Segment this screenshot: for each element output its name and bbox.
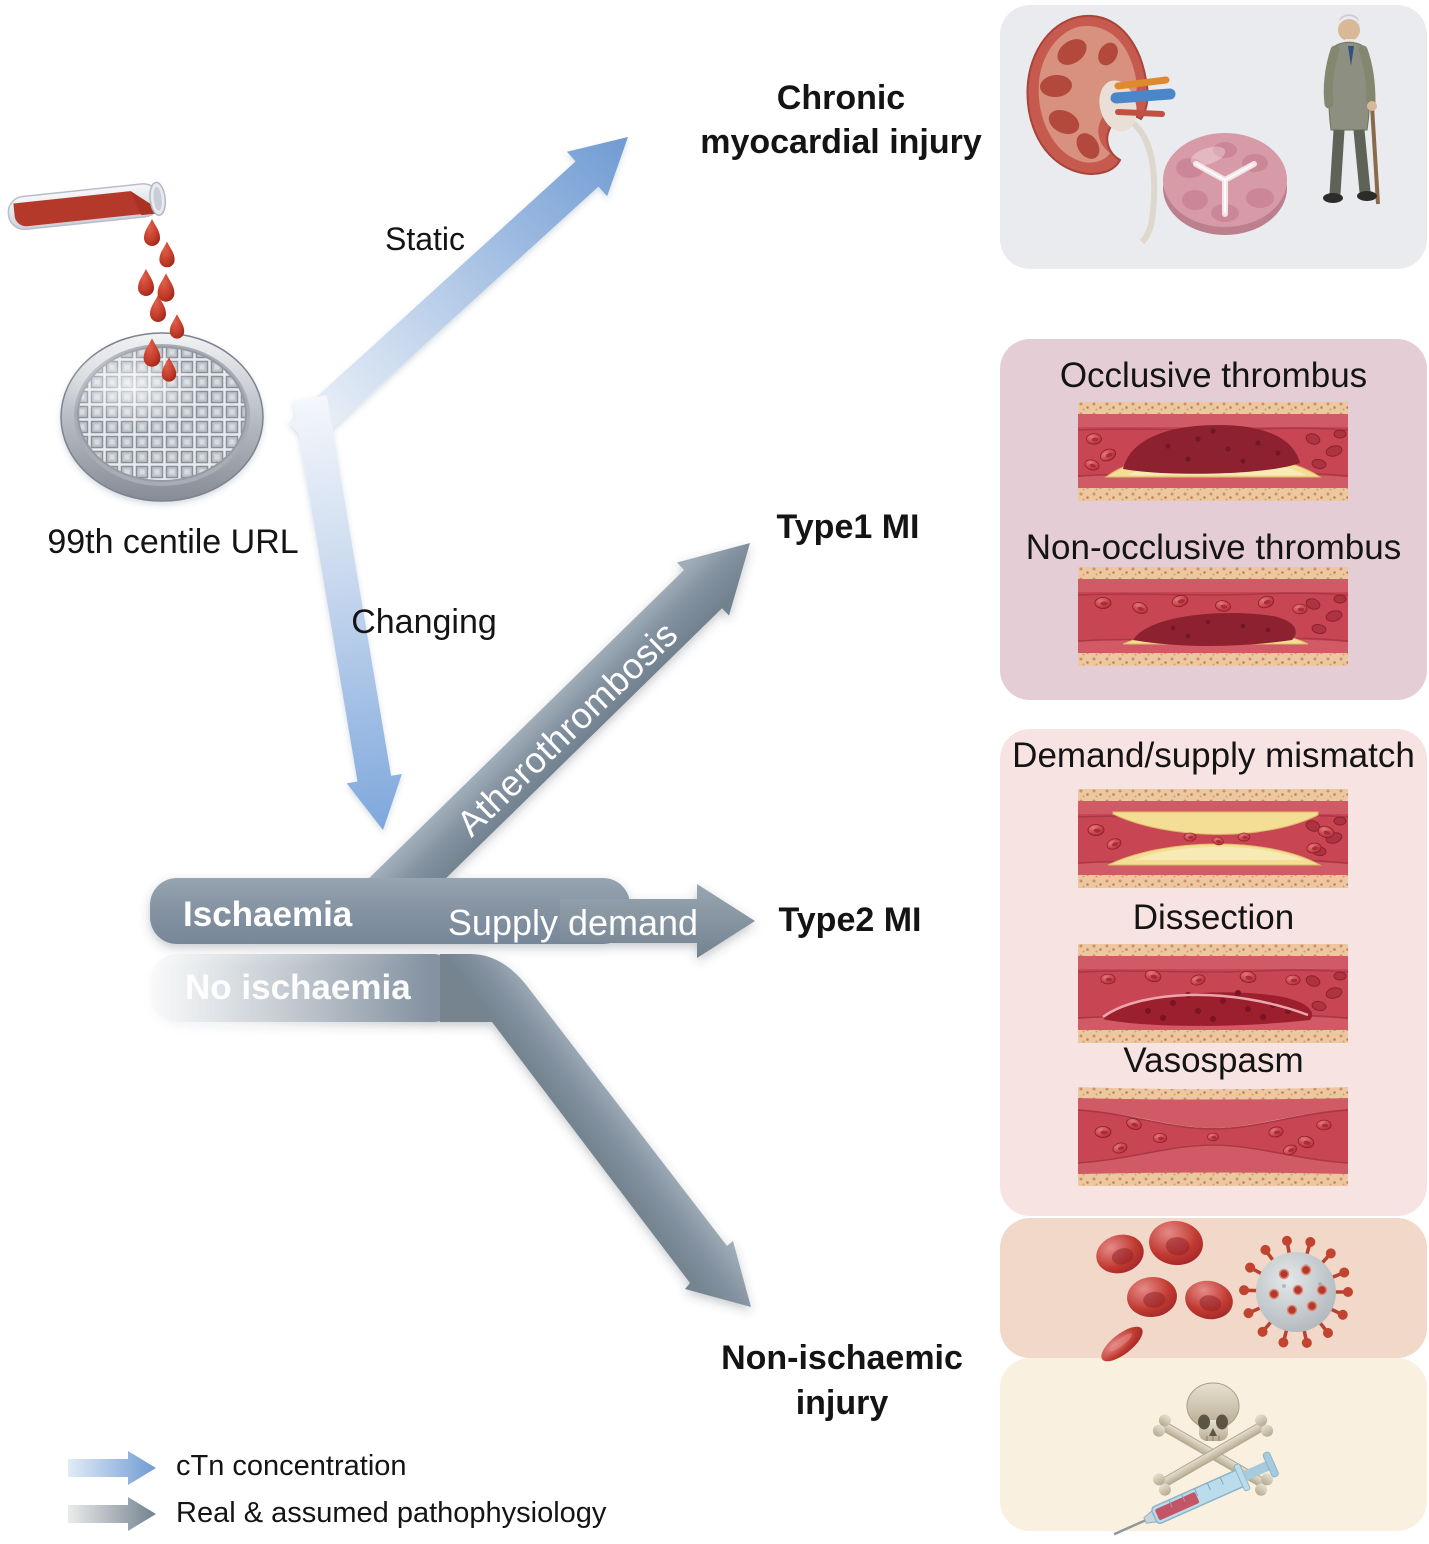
type1-mi-label: Type1 MI [776,508,920,546]
sieve-99th-centile-icon [60,332,264,502]
legend-blue-arrow [68,1451,156,1485]
panel-toxic-causes [1000,1358,1427,1531]
vasospasm-title: Vasospasm [1123,1041,1304,1080]
panel-chronic-injury-causes [1000,5,1427,269]
panel-type2-mi-causes [1000,729,1427,1216]
static-arrow [288,137,628,448]
occlusive-thrombus-title: Occlusive thrombus [1059,356,1368,395]
non-ischaemic-arrow [440,954,751,1307]
static-label: Static [384,221,466,257]
chronic-injury-label: Chronic myocardial injury [700,79,982,162]
legend-ctn-label: cTn concentration [176,1450,407,1482]
legend-grey-arrow [68,1497,156,1531]
type2-mi-label: Type2 MI [778,901,922,939]
ischaemia-label: Ischaemia [183,895,353,934]
non-ischaemic-label: Non-ischaemic injury [721,1339,963,1422]
supply-demand-label: Supply demand [447,902,699,943]
no-ischaemia-label: No ischaemia [185,968,411,1007]
blood-drops-icon [138,219,185,382]
panel-non-ischaemic-causes [1000,1218,1427,1358]
non-occlusive-thrombus-title: Non-occlusive thrombus [1025,528,1402,567]
source-label: 99th centile URL [47,523,299,561]
demand-supply-mismatch-title: Demand/supply mismatch [1012,736,1415,775]
blood-test-tube-icon [7,181,167,231]
dissection-title: Dissection [1132,898,1295,937]
legend-pathophysiology-label: Real & assumed pathophysiology [176,1497,607,1529]
changing-label: Changing [351,603,497,641]
